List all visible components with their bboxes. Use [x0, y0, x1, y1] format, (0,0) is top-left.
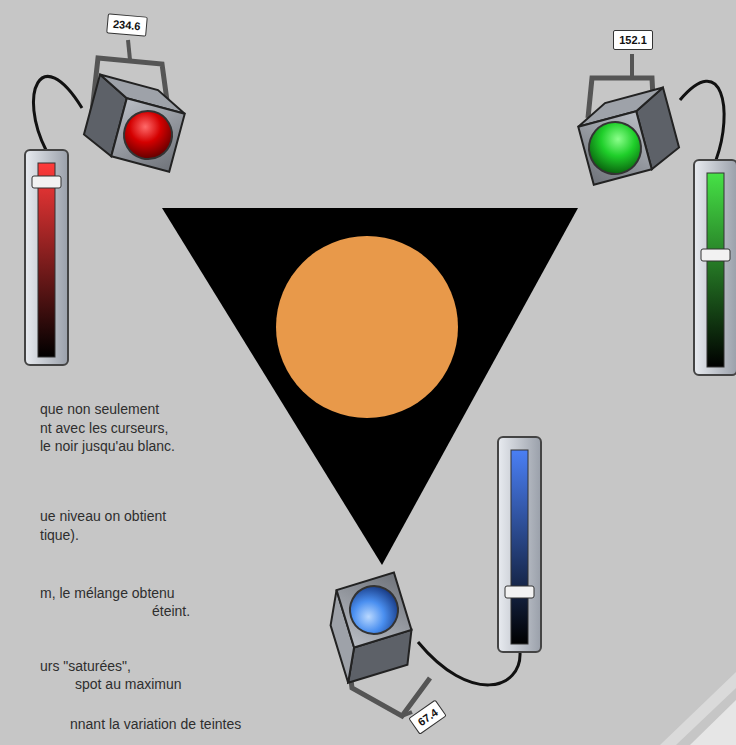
explanation-text: que non seulement: [40, 401, 159, 418]
explanation-text: spot au maximun: [75, 676, 182, 693]
explanation-text: tique).: [40, 527, 79, 544]
explanation-text: le noir jusqu'au blanc.: [40, 438, 175, 455]
value-card: 234.6: [106, 13, 147, 36]
explanation-text: m, le mélange obtenu: [40, 585, 175, 602]
value-card: 152.1: [613, 30, 653, 50]
explanation-text: nnant la variation de teintes: [70, 716, 241, 733]
explanation-text: éteint.: [152, 603, 190, 620]
explanation-text: urs "saturées",: [40, 658, 131, 675]
intensity-value: 234.6: [108, 14, 147, 35]
intensity-value: 152.1: [614, 31, 652, 49]
explanation-text: ue niveau on obtient: [40, 508, 166, 525]
explanation-text: nt avec les curseurs,: [40, 420, 168, 437]
